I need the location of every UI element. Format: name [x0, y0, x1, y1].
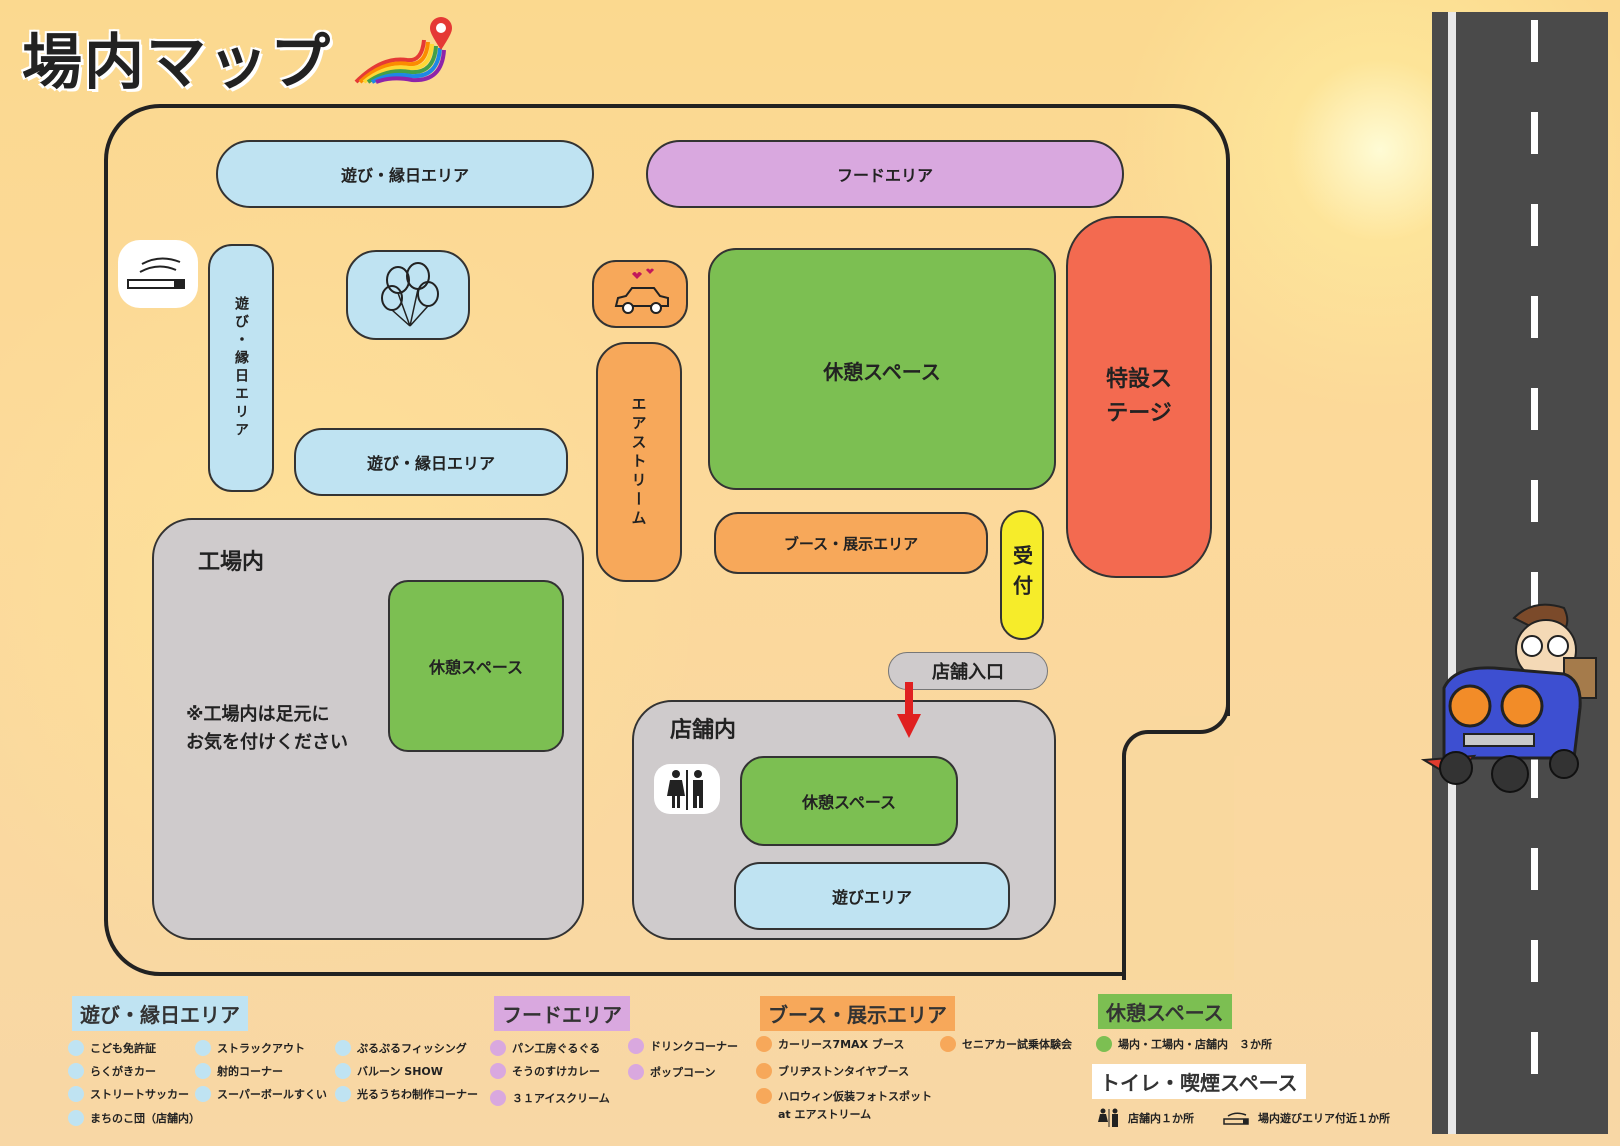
venue-boundary-notch [1122, 730, 1234, 980]
play-area-middle[interactable]: 遊び・縁日エリア [294, 428, 568, 496]
rest-space-main[interactable]: 休憩スペース [708, 248, 1056, 490]
legend-play-item: ぷるぷるフィッシング [335, 1040, 467, 1056]
restroom[interactable] [654, 764, 720, 814]
legend-play-item: 射的コーナー [195, 1063, 283, 1079]
car-icon [614, 268, 669, 314]
road-dash [1531, 204, 1538, 246]
car-spot[interactable] [592, 260, 688, 328]
smoking-icon [127, 257, 185, 289]
legend-play-title: 遊び・縁日エリア [72, 996, 248, 1031]
store-rest-space[interactable]: 休憩スペース [740, 756, 958, 846]
legend-play-item: スーパーボールすくい [195, 1086, 327, 1102]
mascot-car-illustration [1420, 603, 1597, 793]
legend-booth-title: ブース・展示エリア [760, 996, 955, 1031]
reception[interactable]: 受付 [1000, 510, 1044, 640]
legend-rest-item: 場内・工場内・店舗内 ３か所 [1096, 1036, 1272, 1052]
legend-food-item: パン工房ぐるぐる [490, 1040, 600, 1056]
road-dash [1531, 848, 1538, 890]
food-area[interactable]: フードエリア [646, 140, 1124, 208]
legend-play-item: 光るうちわ制作コーナー [335, 1086, 478, 1102]
special-stage[interactable]: 特設ステージ [1066, 216, 1212, 578]
play-area-vertical[interactable]: 遊び・縁日エリア [208, 244, 274, 492]
legend-booth-item: セニアカー試乗体験会 [940, 1036, 1072, 1052]
legend-booth-item: カーリース7MAX ブース [756, 1036, 904, 1052]
factory-title: 工場内 [198, 550, 265, 575]
legend-food-item: そうのすけカレー [490, 1063, 600, 1079]
page-title: 場内マップ [22, 28, 332, 98]
balloon-spot[interactable] [346, 250, 470, 340]
legend-play-item: ストラックアウト [195, 1040, 305, 1056]
store-entrance[interactable]: 店舗入口 [888, 652, 1048, 690]
legend-booth-item: ハロウィン仮装フォトスポット [756, 1088, 932, 1104]
smoking-icon [1223, 1112, 1249, 1125]
legend-food-title: フードエリア [494, 996, 630, 1031]
legend-play-item: こども免許証 [68, 1040, 156, 1056]
airstream[interactable]: エアストリーム [596, 342, 682, 582]
road-dash [1531, 112, 1538, 154]
legend-toilet-smoke-title: トイレ・喫煙スペース [1092, 1064, 1306, 1099]
balloons-icon [381, 262, 439, 327]
road [1432, 12, 1608, 1134]
legend-rest-title: 休憩スペース [1098, 994, 1232, 1029]
legend-food-item: ドリンクコーナー [628, 1038, 738, 1054]
road-dash [1531, 296, 1538, 338]
rainbow-road-icon [354, 39, 446, 84]
legend-food-item: ポップコーン [628, 1064, 715, 1080]
play-area-top[interactable]: 遊び・縁日エリア [216, 140, 594, 208]
arrow-down-icon [897, 682, 921, 738]
legend-booth-item: ブリヂストンタイヤブース [756, 1063, 909, 1079]
restroom-icon [667, 770, 703, 810]
road-dash [1531, 756, 1538, 798]
legend-food-item: ３１アイスクリーム [490, 1090, 610, 1106]
legend-smoke-item: 場内遊びエリア付近１か所 [1222, 1110, 1390, 1126]
legend-play-item: ストリートサッカー [68, 1086, 189, 1102]
smoking-area[interactable] [118, 240, 198, 308]
road-dash [1531, 20, 1538, 62]
restroom-icon [1098, 1108, 1118, 1127]
booth-area[interactable]: ブース・展示エリア [714, 512, 988, 574]
factory-note-line-2: お気を付けください [186, 732, 348, 753]
venue-boundary [104, 104, 1230, 976]
legend-play-item: らくがきカー [68, 1063, 156, 1079]
road-dash [1531, 1032, 1538, 1074]
legend-toilet-item: 店舗内１か所 [1096, 1108, 1194, 1128]
factory-note-line-1: ※工場内は足元に [186, 704, 330, 725]
legend-booth-item: at エアストリーム [778, 1108, 872, 1121]
road-dash [1531, 572, 1538, 614]
store-title: 店舗内 [670, 718, 737, 743]
road-dash [1531, 480, 1538, 522]
road-dash [1531, 940, 1538, 982]
legend-play-item: まちのこ団（店舗内） [68, 1110, 200, 1126]
legend-play-item: バルーン SHOW [335, 1063, 443, 1079]
road-dash [1531, 388, 1538, 430]
factory-rest-space[interactable]: 休憩スペース [388, 580, 564, 752]
map-pin-icon [430, 17, 452, 50]
store-play-area[interactable]: 遊びエリア [734, 862, 1010, 930]
